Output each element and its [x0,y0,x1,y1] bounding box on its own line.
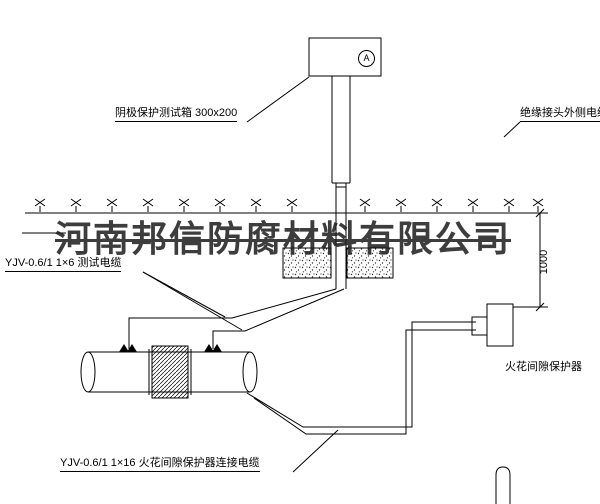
test-cables [128,288,345,349]
label-connection-cable: YJV-0.6/1 1×16 火花间隙保护器连接电缆 [60,457,260,472]
dimension-text: 1000 [538,249,550,275]
cadweld-terminals [119,344,222,352]
spark-gap-cables [246,321,476,435]
spark-gap-protector [471,303,514,347]
label-test-cable: YJV-0.6/1 1×6 测试电缆 [5,257,122,272]
test-box [308,37,382,77]
pipe-riser-symbol [495,466,511,504]
leader-lines [142,76,521,473]
ammeter-icon: A [358,50,375,67]
label-test-box: 阴极保护测试箱 300x200 [115,107,238,122]
dimension-line [513,208,548,312]
foundation-blocks [282,247,394,279]
watermark-text: 河南邦信防腐材料有限公司 [55,219,512,259]
ground-line [22,212,548,234]
conduit [331,76,351,289]
insulating-joint [148,345,192,399]
label-outer-cable: 绝缘接头外侧电缆 [520,107,600,122]
label-spark-gap-protector: 火花间隙保护器 [505,361,582,373]
